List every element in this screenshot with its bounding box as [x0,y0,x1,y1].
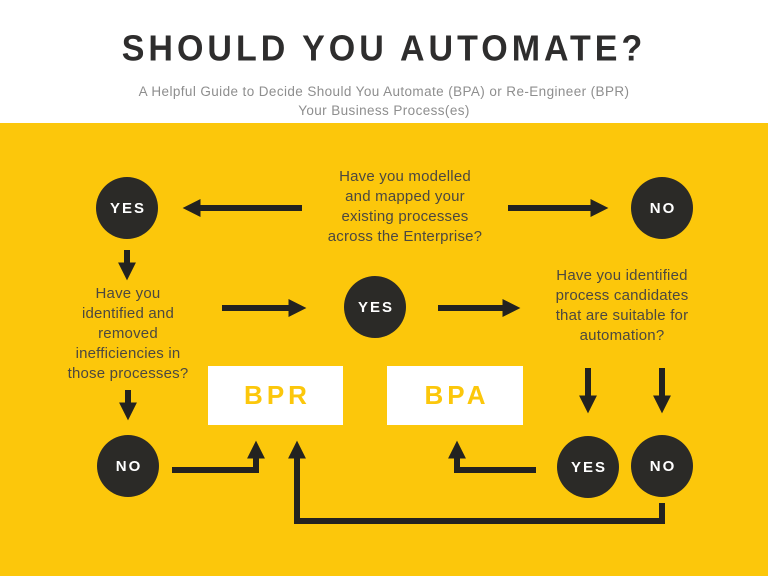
node-top-left-yes: YES [96,177,158,239]
question-inefficiencies: Have you identified and removed ineffici… [67,285,189,382]
node-bottom-right-yes: YES [557,436,619,498]
header: SHOULD YOU AUTOMATE? A Helpful Guide to … [0,0,768,123]
node-center-yes: YES [344,276,406,338]
page-title: SHOULD YOU AUTOMATE? [121,29,647,69]
outcome-bpa-box: BPA [387,366,523,425]
node-bottom-left-no: NO [97,435,159,497]
node-top-right-no: NO [631,177,693,239]
question-modelled-mapped: Have you modelled and mapped your existi… [327,168,483,245]
outcome-bpr-box: BPR [208,366,343,425]
page-subtitle: A Helpful Guide to Decide Should You Aut… [138,84,630,118]
question-candidates: Have you identified process candidates t… [555,267,689,344]
node-bottom-right-no: NO [631,435,693,497]
